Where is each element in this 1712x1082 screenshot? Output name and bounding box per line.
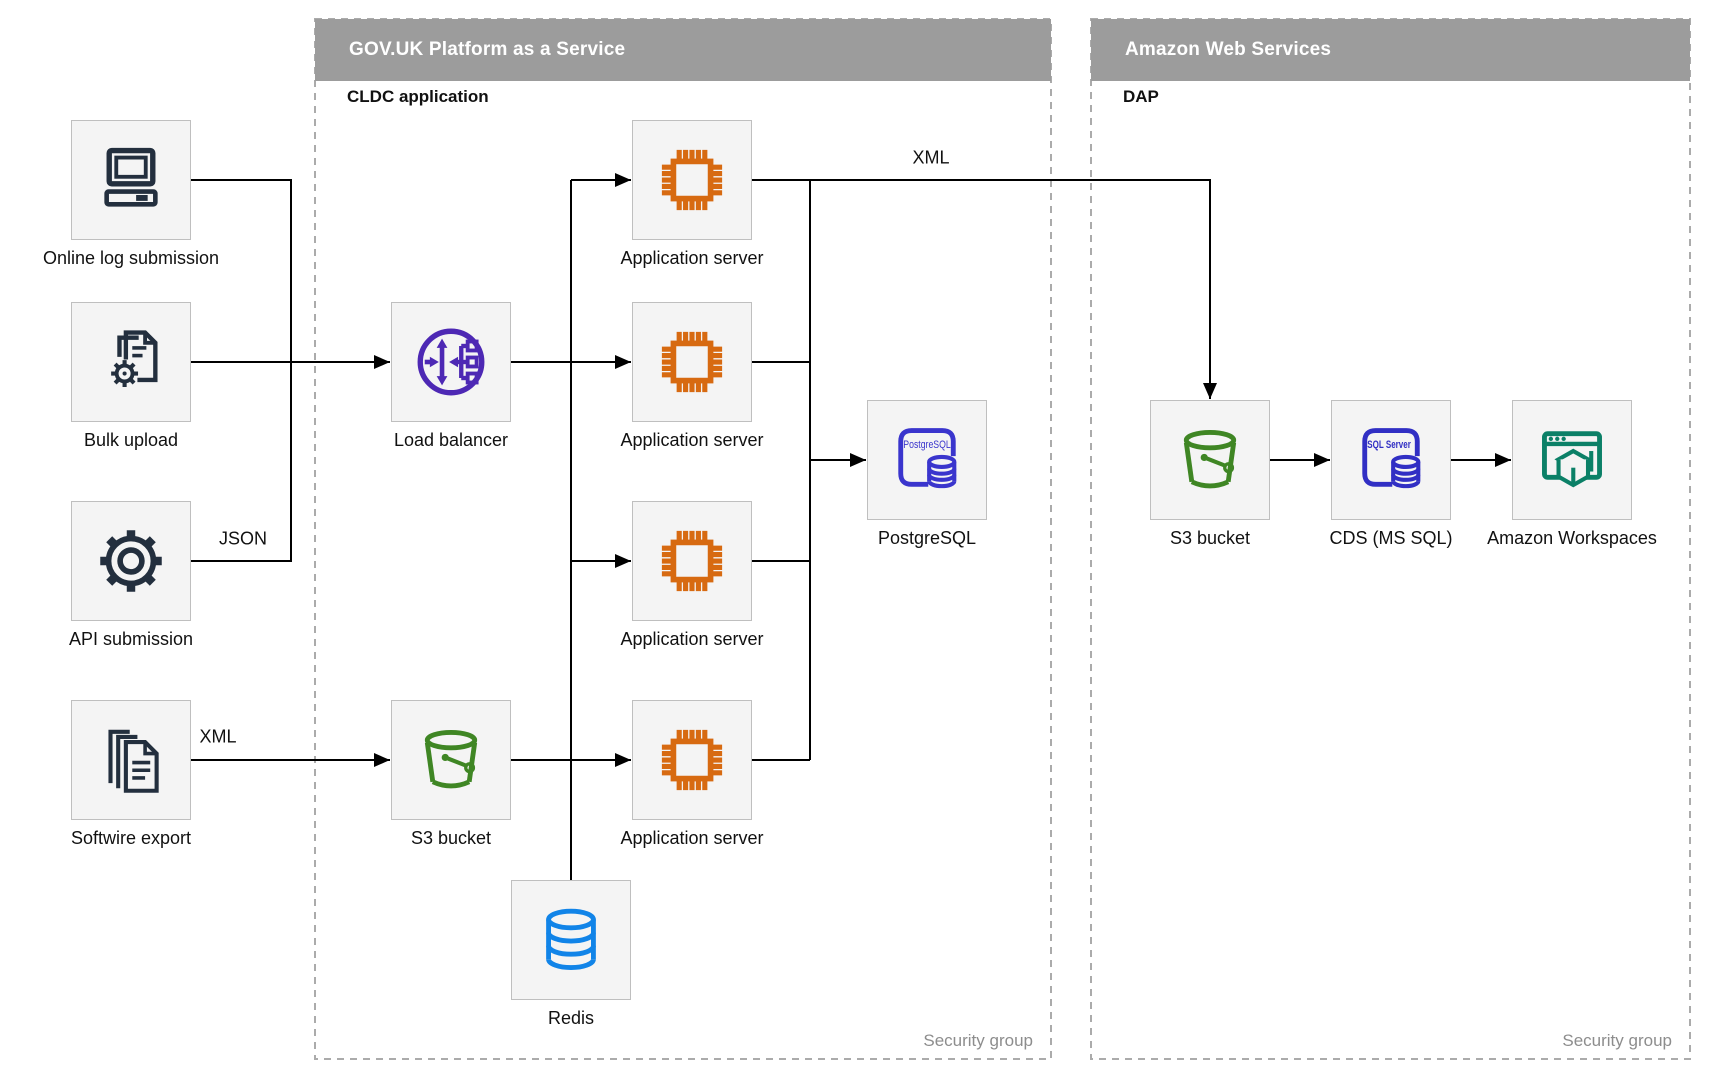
node-redis: Redis xyxy=(511,880,631,1028)
node-load-balancer: Load balancer xyxy=(391,302,511,450)
node-postgresql: PostgreSQL PostgreSQL xyxy=(867,400,987,548)
node-label: API submission xyxy=(68,629,194,649)
edge-sources-merge xyxy=(191,179,292,562)
computer-icon xyxy=(104,147,158,207)
paas-header: GOV.UK Platform as a Service xyxy=(315,19,1051,81)
node-label: Load balancer xyxy=(393,430,509,450)
node-label: S3 bucket xyxy=(410,828,492,848)
node-label: Application server xyxy=(620,248,764,268)
aws-security-group-label: Security group xyxy=(1562,1031,1672,1050)
node-application-server-4: Application server xyxy=(620,700,764,848)
aws-header: Amazon Web Services xyxy=(1091,19,1690,81)
paas-security-group-label: Security group xyxy=(923,1031,1033,1050)
aws-title: Amazon Web Services xyxy=(1125,39,1332,60)
paas-container: GOV.UK Platform as a Service CLDC applic… xyxy=(315,19,1051,1059)
postgresql-icon-text: PostgreSQL xyxy=(903,439,950,451)
chip-icon xyxy=(661,331,723,393)
node-api-submission: API submission xyxy=(69,501,193,649)
node-application-server-2: Application server xyxy=(620,302,764,450)
document-gear-icon xyxy=(111,330,158,387)
node-label: Online log submission xyxy=(42,248,220,268)
edge-label-xml-export: XML xyxy=(196,726,240,748)
postgresql-icon: PostgreSQL xyxy=(898,428,957,489)
edge-label-json: JSON xyxy=(215,528,271,550)
bucket-icon xyxy=(424,730,478,789)
node-softwire-export: Softwire export xyxy=(71,700,191,848)
load-balancer-icon xyxy=(417,328,485,396)
node-label: Application server xyxy=(620,430,764,450)
bucket-icon xyxy=(1183,430,1237,489)
chip-icon xyxy=(661,729,723,791)
sql-server-icon: SQL Server xyxy=(1362,428,1421,489)
sql-server-icon-text: SQL Server xyxy=(1367,439,1411,451)
gear-icon xyxy=(100,530,162,592)
chip-icon xyxy=(661,530,723,592)
node-cds-ms-sql: SQL Server CDS (MS SQL) xyxy=(1329,400,1453,548)
node-application-server-3: Application server xyxy=(620,501,764,649)
node-label: Amazon Workspaces xyxy=(1487,528,1657,548)
node-s3-bucket-paas: S3 bucket xyxy=(391,700,511,848)
node-online-log-submission: Online log submission xyxy=(43,120,219,268)
node-label: Application server xyxy=(620,828,764,848)
node-label: PostgreSQL xyxy=(877,528,977,548)
aws-sublabel: DAP xyxy=(1123,87,1159,106)
node-label: CDS (MS SQL) xyxy=(1329,528,1453,548)
database-icon xyxy=(546,908,596,970)
chip-icon xyxy=(661,149,723,211)
node-label: Application server xyxy=(620,629,764,649)
node-label: Softwire export xyxy=(70,828,192,848)
node-label: Redis xyxy=(547,1008,595,1028)
node-label: S3 bucket xyxy=(1169,528,1251,548)
node-application-server-1: Application server xyxy=(620,120,764,268)
aws-container: Amazon Web Services DAP Security group xyxy=(1091,19,1690,1059)
node-s3-bucket-aws: S3 bucket xyxy=(1150,400,1270,548)
node-label: Bulk upload xyxy=(83,430,179,450)
node-amazon-workspaces: Amazon Workspaces xyxy=(1487,400,1657,548)
paas-sublabel: CLDC application xyxy=(347,87,489,106)
documents-stack-icon xyxy=(108,729,159,793)
edge-label-xml-to-aws: XML xyxy=(909,147,953,169)
node-bulk-upload: Bulk upload xyxy=(71,302,191,450)
workspaces-icon xyxy=(1542,431,1602,488)
paas-title: GOV.UK Platform as a Service xyxy=(349,39,626,60)
